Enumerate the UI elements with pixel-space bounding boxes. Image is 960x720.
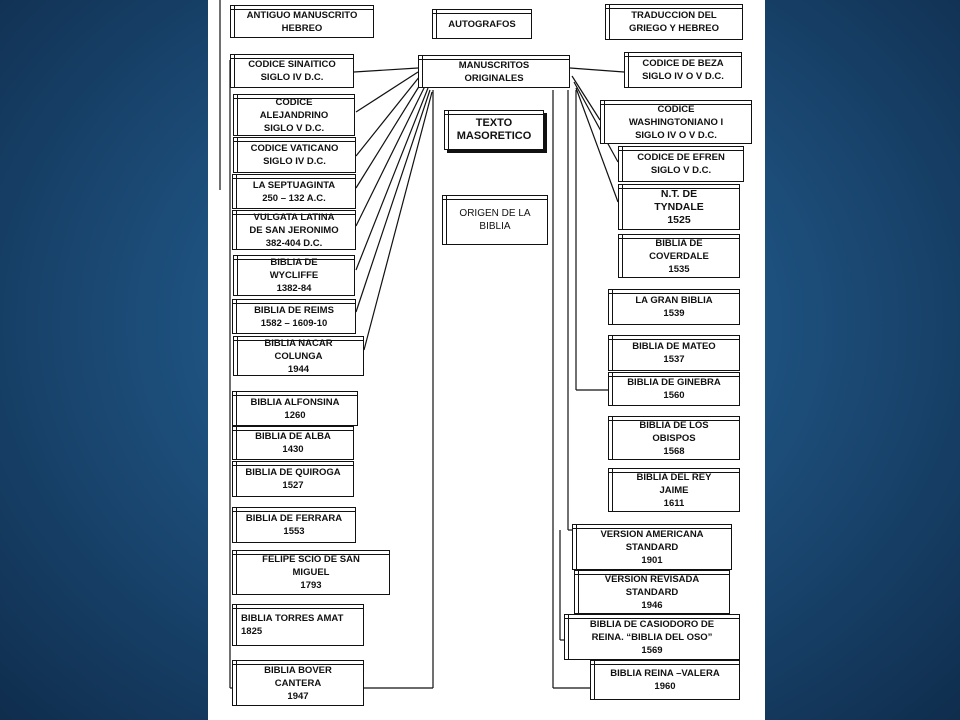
node-right-13: BIBLIA DE CASIODORO DE REINA. “BIBLIA DE… xyxy=(564,614,740,660)
node-left-5: VULGATA LATINA DE SAN JERONIMO 382-404 D… xyxy=(232,210,356,250)
node-left-1: CODICE SINAITICO SIGLO IV D.C. xyxy=(230,54,354,88)
node-left-12: BIBLIA DE FERRARA 1553 xyxy=(232,507,356,543)
node-left-9: BIBLIA ALFONSINA 1260 xyxy=(232,391,358,426)
node-left-3: CODICE VATICANO SIGLO IV D.C. xyxy=(233,137,356,173)
node-right-14: BIBLIA REINA –VALERA 1960 xyxy=(590,660,740,700)
node-left-13: FELIPE SCIO DE SAN MIGUEL 1793 xyxy=(232,550,390,595)
node-right-1: CODICE DE BEZA SIGLO IV O V D.C. xyxy=(624,52,742,88)
node-left-2: CODICE ALEJANDRINO SIGLO V D.C. xyxy=(233,94,355,136)
node-texto-masoretico: TEXTO MASORETICO xyxy=(444,110,544,150)
node-left-7: BIBLIA DE REIMS 1582 – 1609-10 xyxy=(232,299,356,334)
node-right-10: BIBLIA DEL REY JAIME 1611 xyxy=(608,468,740,512)
node-right-9: BIBLIA DE LOS OBISPOS 1568 xyxy=(608,416,740,460)
node-right-7: BIBLIA DE MATEO 1537 xyxy=(608,335,740,371)
node-left-4: LA SEPTUAGINTA 250 – 132 A.C. xyxy=(232,174,356,209)
node-right-6: LA GRAN BIBLIA 1539 xyxy=(608,289,740,325)
node-right-11: VERSION AMERICANA STANDARD 1901 xyxy=(572,524,732,570)
diagram-slide: ANTIGUO MANUSCRITO HEBREO AUTOGRAFOS TRA… xyxy=(208,0,765,720)
node-traduccion-griego-hebreo: TRADUCCION DEL GRIEGO Y HEBREO xyxy=(605,4,743,40)
connector-lines xyxy=(219,0,625,689)
node-left-15: BIBLIA BOVER CANTERA 1947 xyxy=(232,660,364,706)
node-right-5: BIBLIA DE COVERDALE 1535 xyxy=(618,234,740,278)
node-manuscritos-originales: MANUSCRITOS ORIGINALES xyxy=(418,55,570,88)
node-right-4: N.T. DE TYNDALE 1525 xyxy=(618,184,740,230)
node-right-3: CODICE DE EFREN SIGLO V D.C. xyxy=(618,146,744,182)
node-right-2: CODICE WASHINGTONIANO I SIGLO IV O V D.C… xyxy=(600,100,752,144)
node-right-12: VERSION REVISADA STANDARD 1946 xyxy=(574,570,730,614)
node-antiguo-manuscrito-hebreo: ANTIGUO MANUSCRITO HEBREO xyxy=(230,5,374,38)
node-left-6: BIBLIA DE WYCLIFFE 1382-84 xyxy=(233,255,355,296)
node-right-8: BIBLIA DE GINEBRA 1560 xyxy=(608,372,740,406)
node-left-10: BIBLIA DE ALBA 1430 xyxy=(232,426,354,460)
node-left-8: BIBLIA NACAR COLUNGA 1944 xyxy=(233,336,364,376)
node-left-14: BIBLIA TORRES AMAT 1825 xyxy=(232,604,364,646)
node-left-11: BIBLIA DE QUIROGA 1527 xyxy=(232,461,354,497)
node-origen-de-la-biblia: ORIGEN DE LA BIBLIA xyxy=(442,195,548,245)
node-autografos: AUTOGRAFOS xyxy=(432,9,532,39)
